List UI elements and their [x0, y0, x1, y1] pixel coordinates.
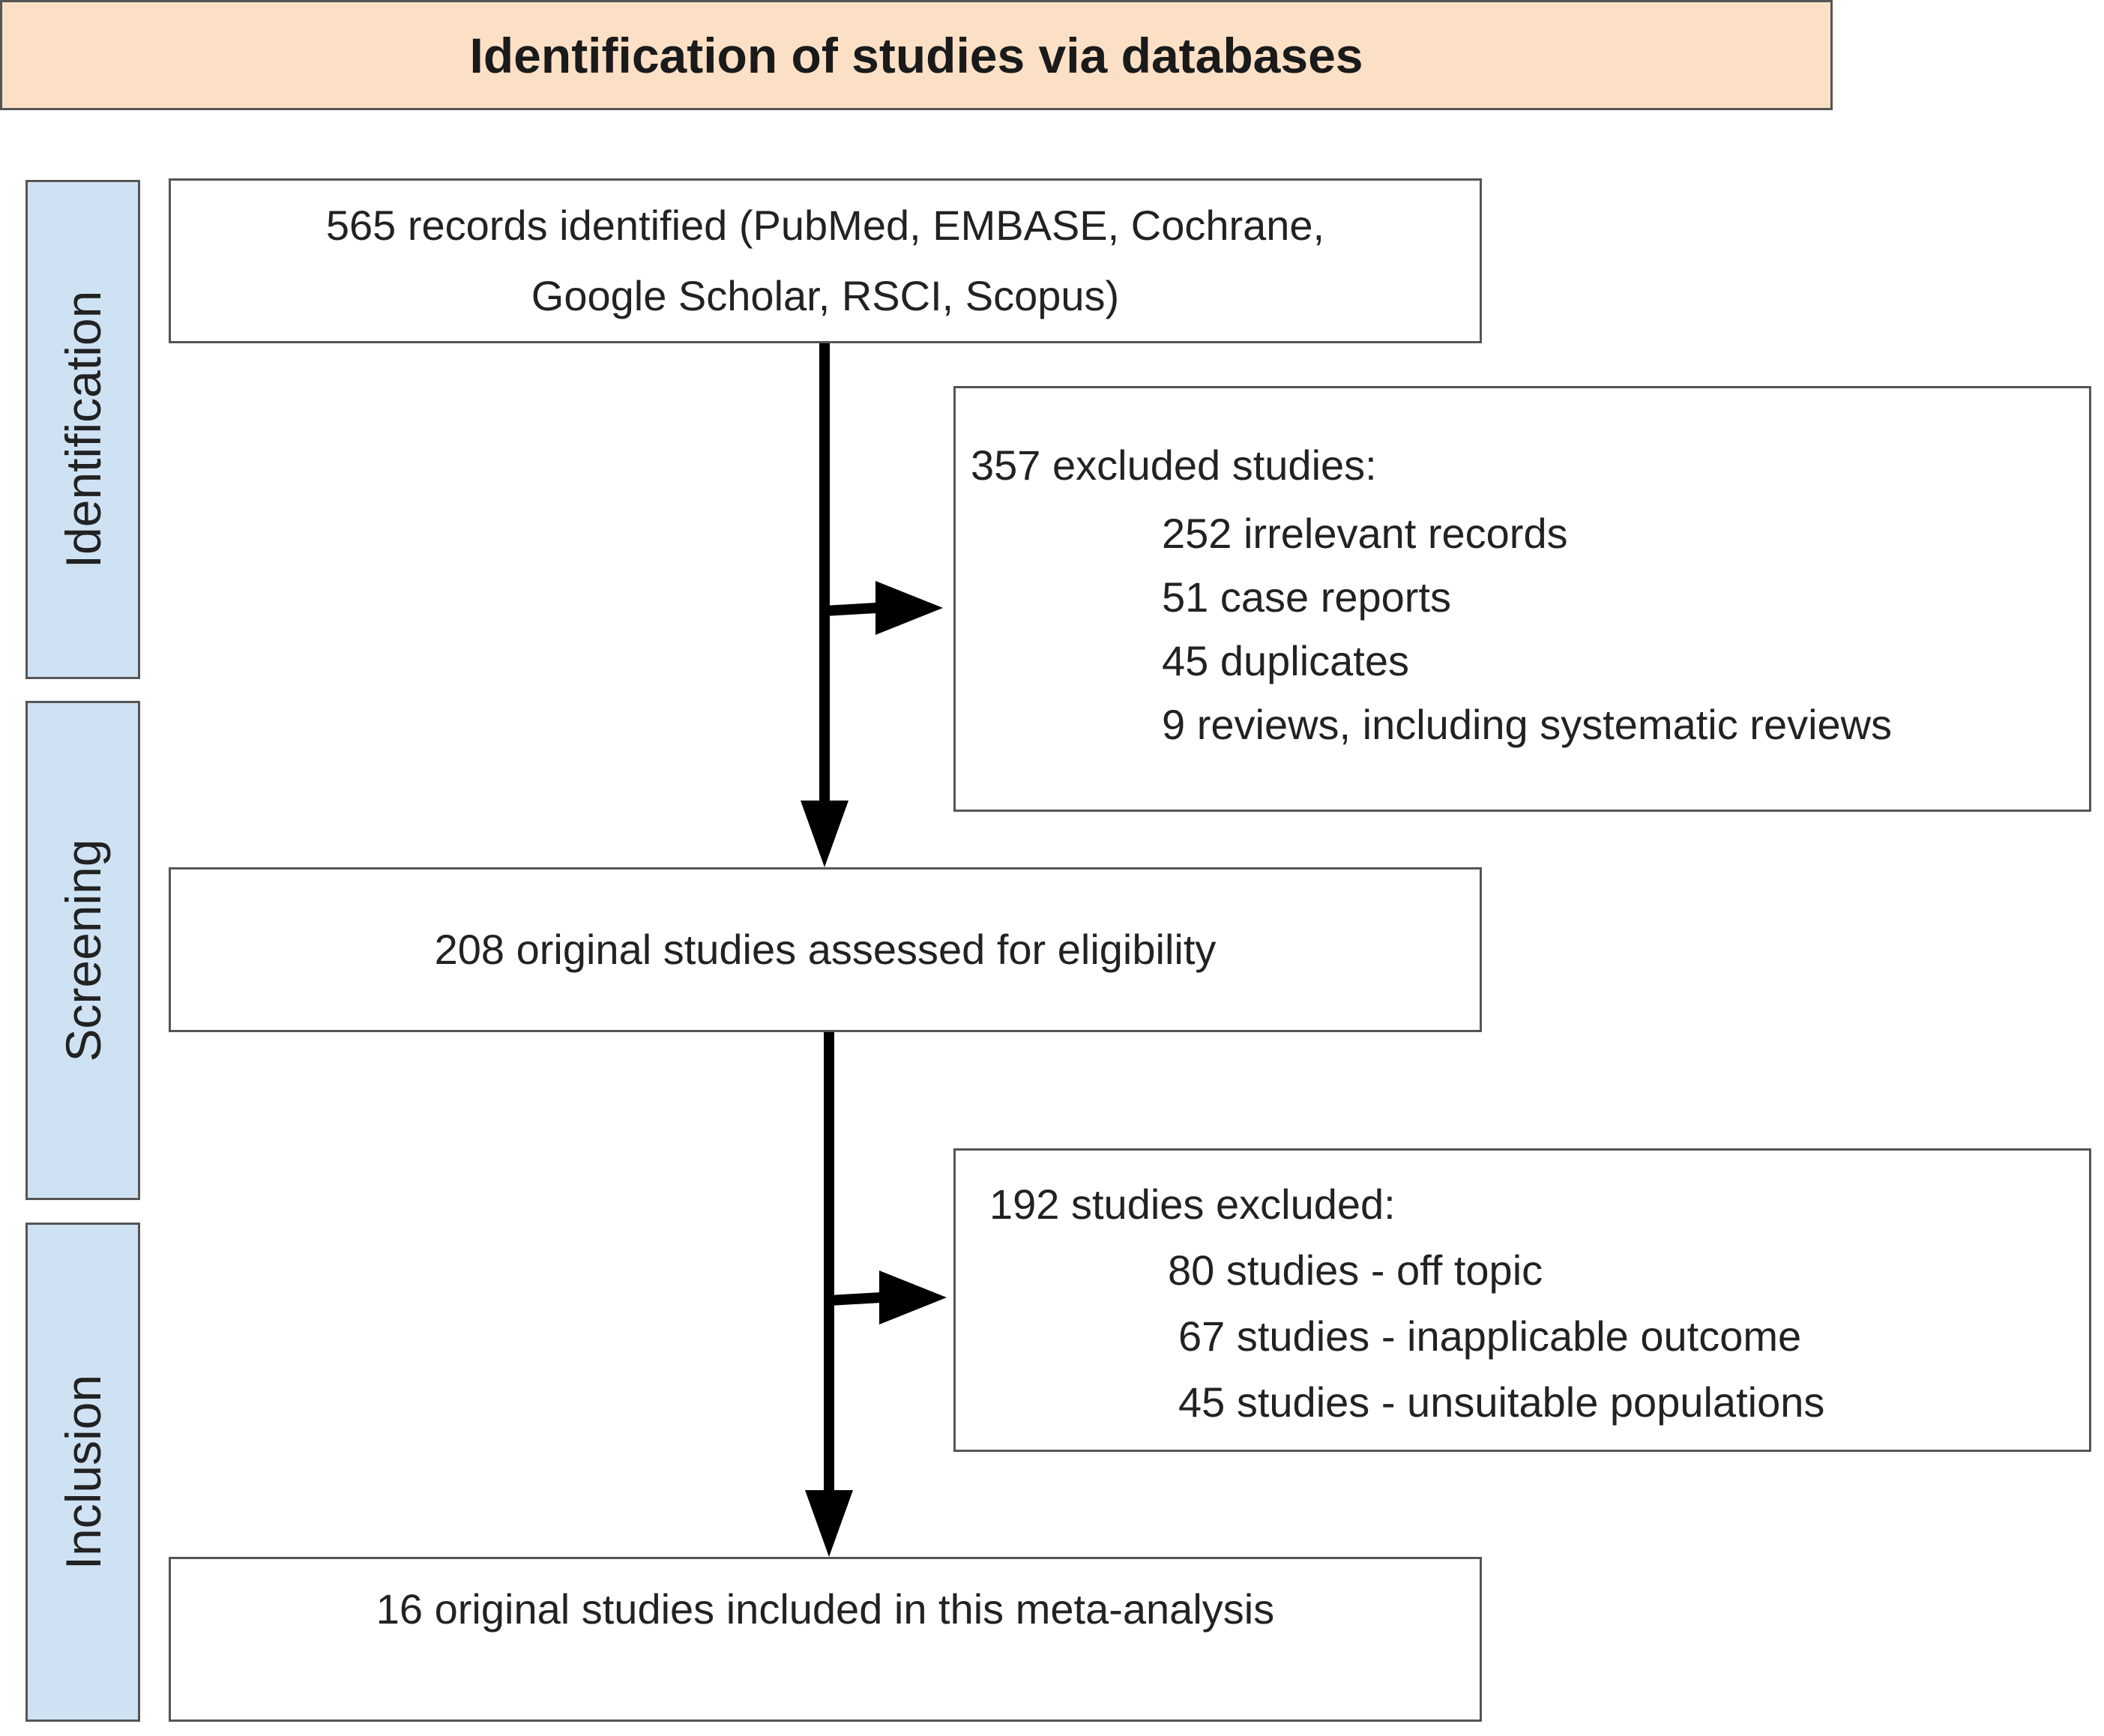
arrow-right-2: [828, 1292, 881, 1306]
assessed-text: 208 original studies assessed for eligib…: [434, 926, 1217, 973]
excluded-heading-1: 357 excluded studies:: [971, 441, 1377, 489]
stage-inclusion: Inclusion: [25, 1223, 140, 1722]
assessed-box: 208 original studies assessed for eligib…: [169, 867, 1482, 1032]
excluded-item: 45 duplicates: [1162, 637, 1410, 684]
excluded-box-2: 192 studies excluded: 80 studies - off t…: [953, 1148, 2091, 1452]
excluded-item: 51 case reports: [1162, 573, 1451, 621]
excluded-item: 45 studies - unsuitable populations: [1178, 1378, 1825, 1426]
included-box: 16 original studies included in this met…: [169, 1557, 1482, 1722]
arrow-head-down-1: [801, 801, 848, 867]
included-text: 16 original studies included in this met…: [376, 1585, 1275, 1633]
header-title: Identification of studies via databases: [469, 27, 1363, 83]
excluded-item: 67 studies - inapplicable outcome: [1178, 1312, 1802, 1360]
header-box: Identification of studies via databases: [0, 0, 1833, 110]
identified-line-1: 565 records identified (PubMed, EMBASE, …: [325, 202, 1325, 249]
arrow-head-down-2: [805, 1490, 853, 1557]
identified-line-2: Google Scholar, RSCI, Scopus): [531, 272, 1120, 319]
arrow-head-right-2: [879, 1271, 947, 1324]
excluded-box-1: 357 excluded studies: 252 irrelevant rec…: [953, 386, 2091, 812]
excluded-heading-2: 192 studies excluded:: [989, 1181, 1396, 1228]
stage-screening: Screening: [25, 701, 140, 1200]
arrow-right-1: [824, 603, 878, 616]
identified-box: 565 records identified (PubMed, EMBASE, …: [169, 178, 1482, 343]
excluded-item: 9 reviews, including systematic reviews: [1162, 701, 1893, 748]
stage-identification: Identification: [25, 180, 140, 679]
excluded-item: 80 studies - off topic: [1168, 1247, 1543, 1294]
arrow-head-right-1: [875, 581, 943, 635]
excluded-item: 252 irrelevant records: [1162, 510, 1568, 557]
